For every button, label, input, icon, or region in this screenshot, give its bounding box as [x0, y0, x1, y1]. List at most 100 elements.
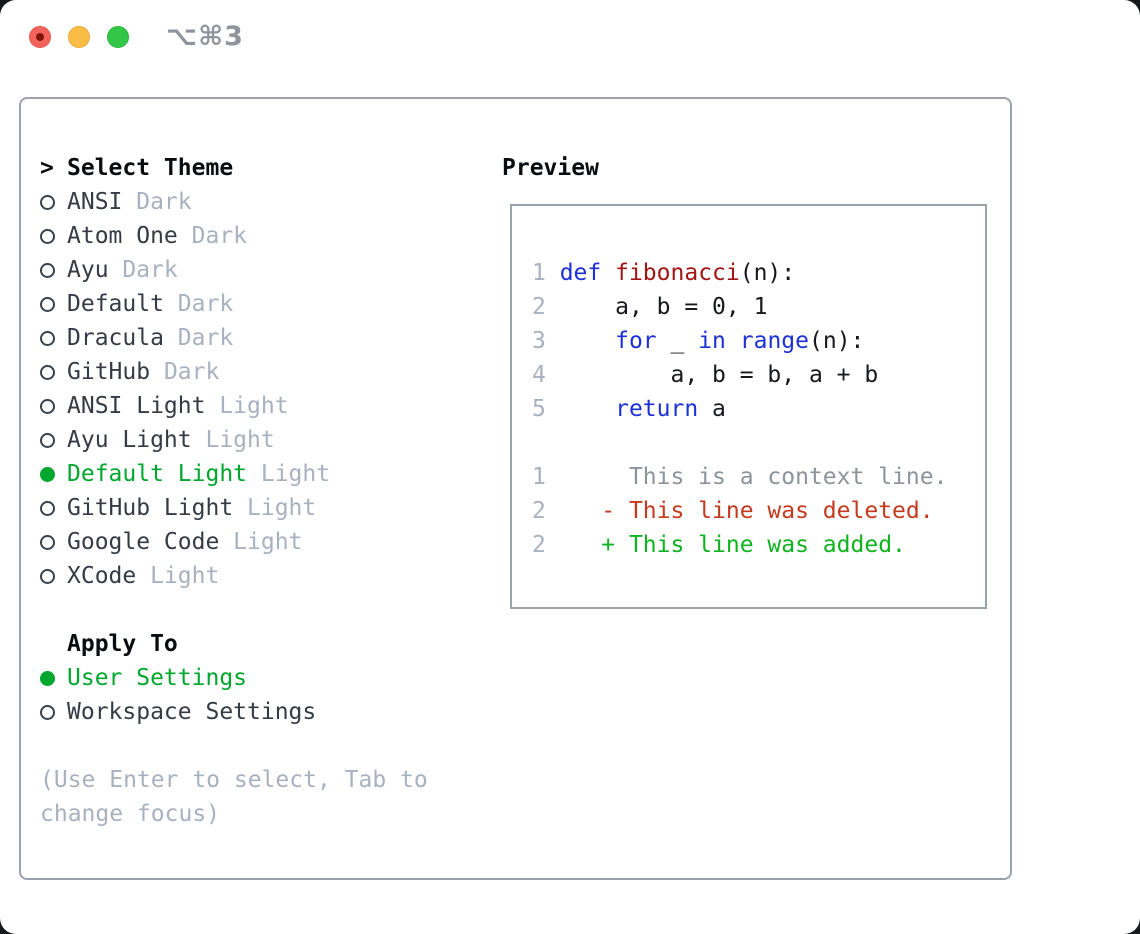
- apply-option-name: Workspace Settings: [67, 699, 317, 725]
- selection-cursor-icon: >: [40, 155, 54, 181]
- code-token-fn: fibonacci: [615, 260, 740, 286]
- theme-option-ayu[interactable]: Ayu Dark: [40, 253, 428, 287]
- radio-icon: [40, 432, 55, 448]
- theme-option-ayu-light[interactable]: Ayu Light Light: [40, 423, 428, 457]
- theme-variant-tag: Light: [260, 461, 331, 487]
- line-number: 1: [532, 464, 560, 490]
- preview-code-line: 3 for _ in range(n):: [532, 324, 985, 358]
- code-token-plain: a: [698, 396, 726, 422]
- apply-option-workspace-settings[interactable]: Workspace Settings: [40, 695, 428, 729]
- line-number: 3: [532, 328, 560, 354]
- code-token-ctx: This is a context line.: [559, 464, 948, 490]
- theme-variant-tag: Dark: [136, 189, 192, 215]
- line-number: 4: [532, 362, 560, 388]
- theme-variant-tag: Light: [219, 393, 289, 419]
- code-token-plain: [560, 396, 615, 422]
- help-line-2: change focus): [40, 801, 221, 827]
- theme-name: Ayu: [67, 257, 109, 283]
- preview-title: Preview: [502, 155, 599, 181]
- code-token-plain: _: [656, 328, 699, 354]
- theme-name: GitHub Light: [67, 495, 234, 521]
- theme-name: Atom One: [67, 223, 178, 249]
- select-theme-title: Select Theme: [67, 155, 234, 181]
- apply-option-name: User Settings: [67, 665, 248, 691]
- theme-variant-tag: Dark: [177, 291, 234, 317]
- radio-icon: [40, 500, 55, 516]
- line-number: 2: [532, 532, 560, 558]
- zoom-button[interactable]: [107, 26, 129, 48]
- close-dot-icon: [36, 33, 44, 41]
- theme-option-xcode[interactable]: XCode Light: [40, 559, 428, 593]
- help-text: (Use Enter to select, Tab to change focu…: [40, 763, 428, 831]
- theme-name: Default Light: [67, 461, 248, 487]
- code-token-plain: a, b = b, a + b: [559, 362, 879, 388]
- apply-option-user-settings[interactable]: User Settings: [40, 661, 428, 695]
- theme-name: Default: [67, 291, 164, 317]
- radio-icon: [40, 228, 55, 244]
- theme-variant-tag: Dark: [122, 257, 178, 283]
- theme-variant-tag: Dark: [163, 359, 220, 385]
- radio-icon: [40, 194, 55, 210]
- preview-code-line: [532, 426, 985, 460]
- theme-name: ANSI: [67, 189, 123, 215]
- preview-code-line: 4 a, b = b, a + b: [532, 358, 985, 392]
- preview-code-line: 2 - This line was deleted.: [532, 494, 985, 528]
- apply-to-header: Apply To: [40, 627, 428, 661]
- code-token-plain: [726, 328, 740, 354]
- theme-name: Dracula: [67, 325, 164, 351]
- theme-name: Ayu Light: [67, 427, 192, 453]
- code-token-plain: (n):: [809, 328, 865, 354]
- radio-icon: [40, 262, 55, 278]
- code-token-kw: range: [739, 328, 809, 354]
- theme-variant-tag: Light: [150, 563, 220, 589]
- theme-variant-tag: Light: [205, 427, 275, 453]
- code-token-add: + This line was added.: [559, 532, 906, 558]
- theme-option-ansi[interactable]: ANSI Dark: [40, 185, 428, 219]
- code-token-plain: [601, 260, 615, 286]
- line-number: 2: [532, 498, 560, 524]
- theme-name: Google Code: [67, 529, 220, 555]
- code-token-kw: return: [615, 396, 699, 422]
- theme-option-default-light[interactable]: Default Light Light: [40, 457, 428, 491]
- theme-variant-tag: Dark: [191, 223, 248, 249]
- apply-to-title: Apply To: [67, 631, 178, 657]
- code-token-kw: def: [559, 260, 602, 286]
- theme-name: GitHub: [67, 359, 151, 385]
- theme-option-default[interactable]: Default Dark: [40, 287, 428, 321]
- preview-code-line: 2 + This line was added.: [532, 528, 985, 562]
- preview-code-line: 5 return a: [532, 392, 985, 426]
- theme-variant-tag: Dark: [177, 325, 234, 351]
- code-token-kw: in: [698, 328, 726, 354]
- line-number: 2: [532, 294, 560, 320]
- radio-icon: [40, 534, 55, 550]
- radio-selected-icon: [40, 670, 55, 686]
- radio-selected-icon: [40, 466, 55, 482]
- code-token-del: - This line was deleted.: [559, 498, 934, 524]
- theme-variant-tag: Light: [233, 529, 303, 555]
- close-button[interactable]: [29, 26, 51, 48]
- preview-code-line: 1 def fibonacci(n):: [532, 256, 985, 290]
- window-hotkey-label: ⌥⌘3: [166, 21, 244, 52]
- theme-option-dracula[interactable]: Dracula Dark: [40, 321, 428, 355]
- radio-icon: [40, 704, 55, 720]
- theme-option-github[interactable]: GitHub Dark: [40, 355, 428, 389]
- help-line-1: (Use Enter to select, Tab to: [40, 767, 428, 793]
- line-number: 5: [532, 396, 560, 422]
- code-token-plain: a, b = 0, 1: [559, 294, 768, 320]
- line-number: 1: [532, 260, 560, 286]
- theme-option-atom-one[interactable]: Atom One Dark: [40, 219, 428, 253]
- code-token-kw: for: [615, 328, 657, 354]
- radio-icon: [40, 568, 55, 584]
- theme-name: XCode: [67, 563, 137, 589]
- line-number: [532, 430, 546, 456]
- minimize-button[interactable]: [68, 26, 90, 48]
- theme-option-google-code[interactable]: Google Code Light: [40, 525, 428, 559]
- radio-icon: [40, 296, 55, 312]
